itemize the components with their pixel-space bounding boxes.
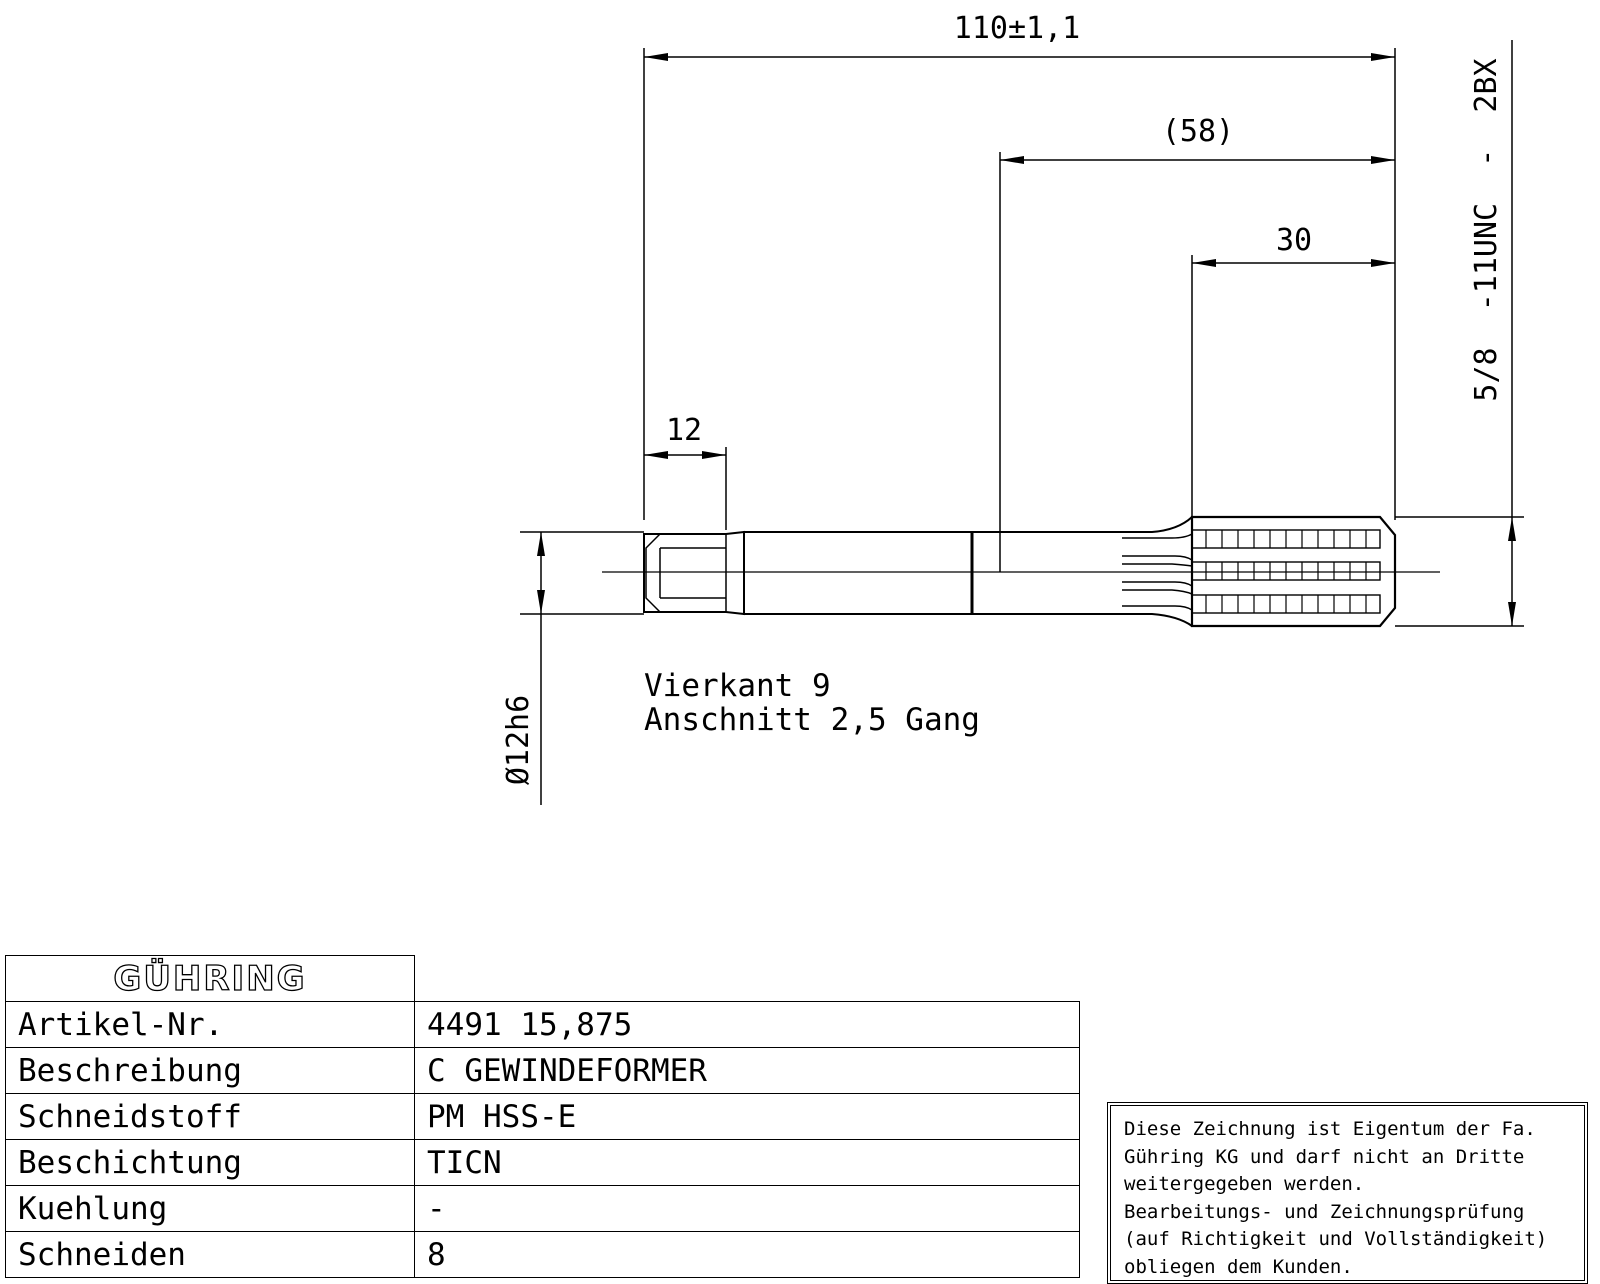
table-row: Kuehlung - — [5, 1185, 1080, 1232]
row-value: - — [414, 1185, 1080, 1232]
dimension-lines — [537, 53, 1516, 626]
shank — [743, 531, 973, 615]
row-label: Schneiden — [5, 1231, 415, 1278]
shank-diameter-label: Ø12h6 — [501, 695, 536, 785]
logo-cell: GÜHRING — [5, 955, 415, 1002]
table-row: Schneiden 8 — [5, 1231, 1080, 1278]
row-value: C GEWINDEFORMER — [414, 1047, 1080, 1094]
disclaimer-box: Diese Zeichnung ist Eigentum der Fa. Güh… — [1107, 1102, 1588, 1284]
title-block: GÜHRING Artikel-Nr. 4491 15,875 Beschrei… — [5, 955, 1080, 1278]
note-chamfer: Anschnitt 2,5 Gang — [644, 702, 980, 738]
note-square: Vierkant 9 — [644, 668, 831, 704]
technical-drawing: 110±1,1 (58) 30 12 5/8 -11UNC - 2BX Ø12h… — [501, 11, 1524, 805]
table-row: Schneidstoff PM HSS-E — [5, 1093, 1080, 1140]
row-label: Beschreibung — [5, 1047, 415, 1094]
table-row: Beschreibung C GEWINDEFORMER — [5, 1047, 1080, 1094]
row-value: PM HSS-E — [414, 1093, 1080, 1140]
row-value: TICN — [414, 1139, 1080, 1186]
table-row: Artikel-Nr. 4491 15,875 — [5, 1001, 1080, 1048]
thread-spec-label: 5/8 -11UNC - 2BX — [1469, 58, 1504, 401]
thread-section — [1190, 515, 1397, 628]
row-value: 8 — [414, 1231, 1080, 1278]
neck — [972, 531, 1122, 615]
table-row: Beschichtung TICN — [5, 1139, 1080, 1186]
guhring-logo: GÜHRING — [113, 958, 307, 999]
square-end — [643, 530, 745, 616]
thread-crests — [1205, 530, 1367, 613]
dim-30-label: 30 — [1276, 223, 1312, 258]
dim-110-label: 110±1,1 — [954, 11, 1080, 46]
extension-lines — [520, 40, 1524, 805]
row-label: Kuehlung — [5, 1185, 415, 1232]
row-label: Artikel-Nr. — [5, 1001, 415, 1048]
tool-body — [643, 515, 1397, 628]
dim-12-label: 12 — [666, 413, 702, 448]
dim-58-label: (58) — [1162, 114, 1234, 149]
row-label: Beschichtung — [5, 1139, 415, 1186]
row-label: Schneidstoff — [5, 1093, 415, 1140]
row-value: 4491 15,875 — [414, 1001, 1080, 1048]
